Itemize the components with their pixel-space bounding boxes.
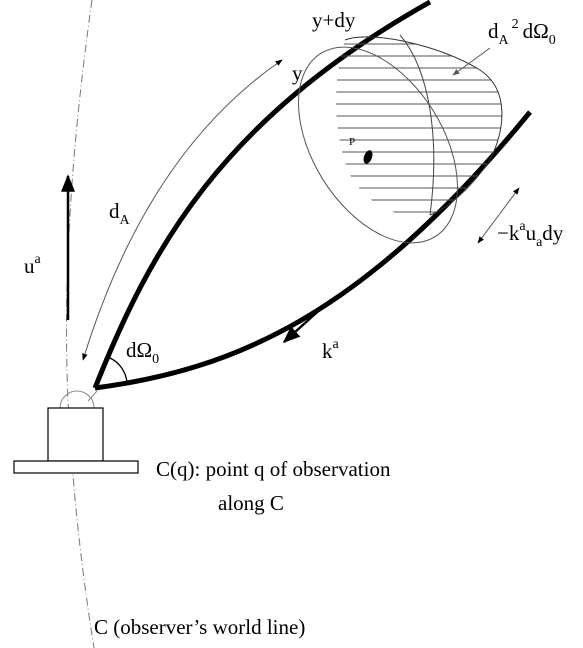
label-energy: −kauady [497, 219, 564, 250]
label-four-velocity: ua [24, 252, 42, 278]
label-y-plus-dy: y+dy [312, 8, 356, 32]
label-wave-vector: ka [322, 337, 340, 363]
label-observation-point: C(q): point q of observation [156, 457, 391, 481]
distance-arrow [82, 59, 283, 361]
area-pointer-arrow [452, 47, 491, 76]
energy-arrow [477, 187, 520, 244]
label-world-line: C (observer’s world line) [94, 615, 305, 639]
wave-vector-arrow [282, 304, 326, 344]
label-distance: dA [109, 199, 131, 228]
point-p-dot [363, 150, 373, 164]
label-point-p: P [349, 136, 355, 148]
label-observation-along: along C [218, 491, 284, 515]
label-y: y [292, 61, 303, 85]
solid-angle-arc [109, 357, 128, 384]
upper-ray [92, 0, 432, 389]
observer-device [13, 390, 139, 474]
lower-ray [94, 110, 532, 391]
world-line [66, 0, 95, 648]
label-solid-angle: dΩ0 [126, 338, 159, 367]
cross-section-ellipse [298, 46, 458, 244]
